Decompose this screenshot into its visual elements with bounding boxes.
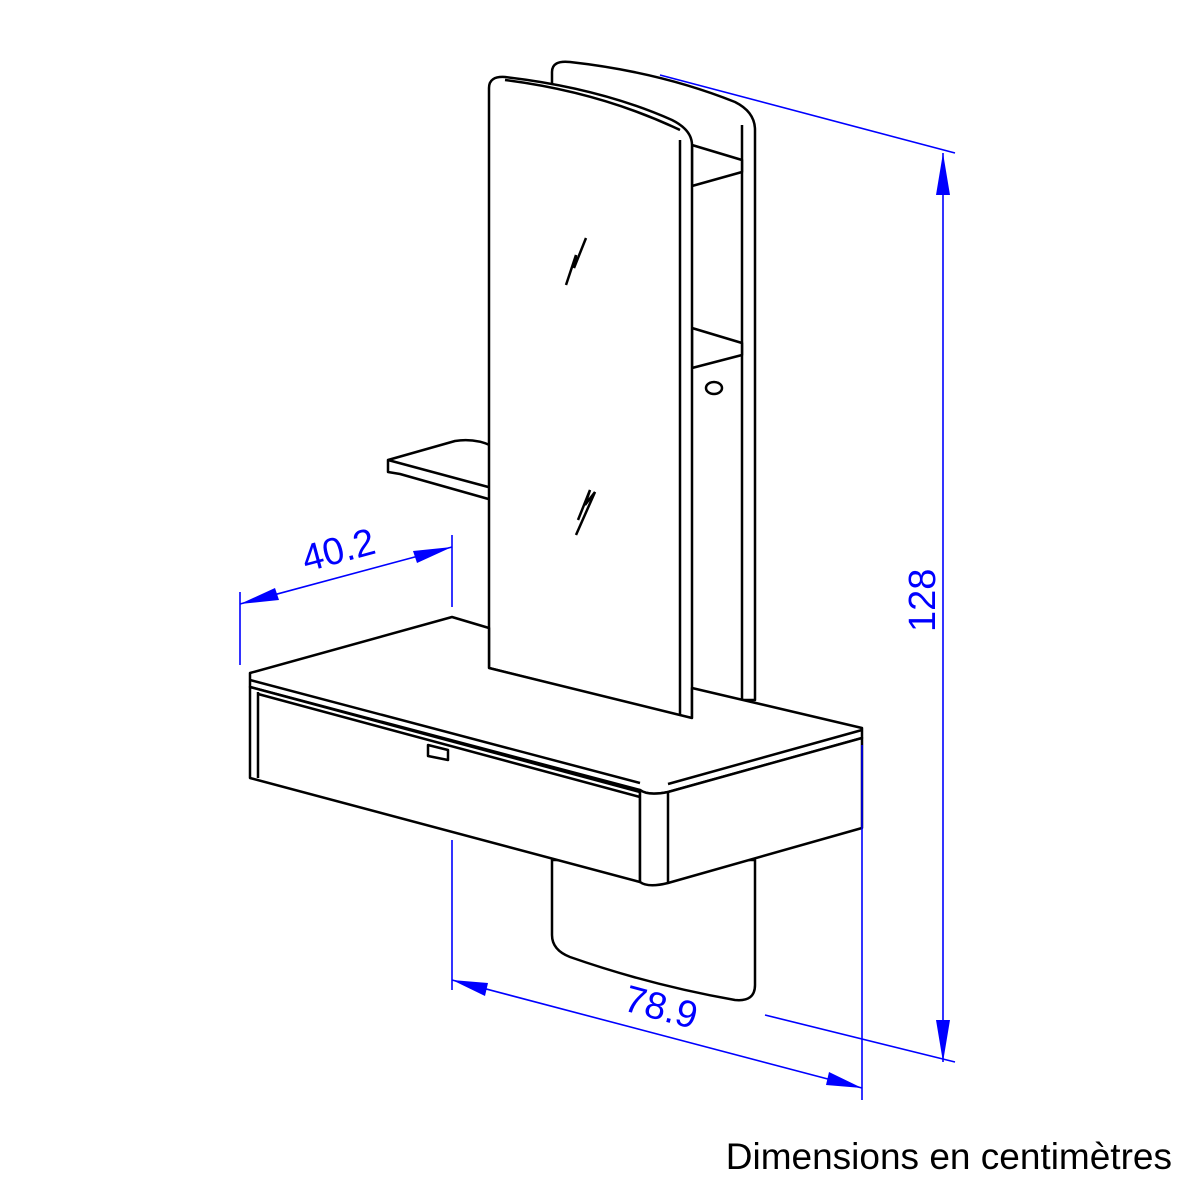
dimension-depth-label: 40.2 <box>297 521 379 581</box>
dimension-height-label: 128 <box>902 569 944 632</box>
caption: Dimensions en centimètres <box>725 1136 1172 1177</box>
dimension-depth <box>239 535 453 665</box>
desk-side <box>638 736 864 887</box>
reflection-mark <box>564 237 597 536</box>
side-shelf <box>386 438 494 502</box>
peg-icon <box>704 380 724 396</box>
mirror-panel <box>487 75 694 720</box>
dimension-width <box>451 745 863 1100</box>
dimension-height <box>659 74 956 1063</box>
drawer-handle <box>426 743 450 762</box>
rear-panel-lower <box>550 858 757 1002</box>
